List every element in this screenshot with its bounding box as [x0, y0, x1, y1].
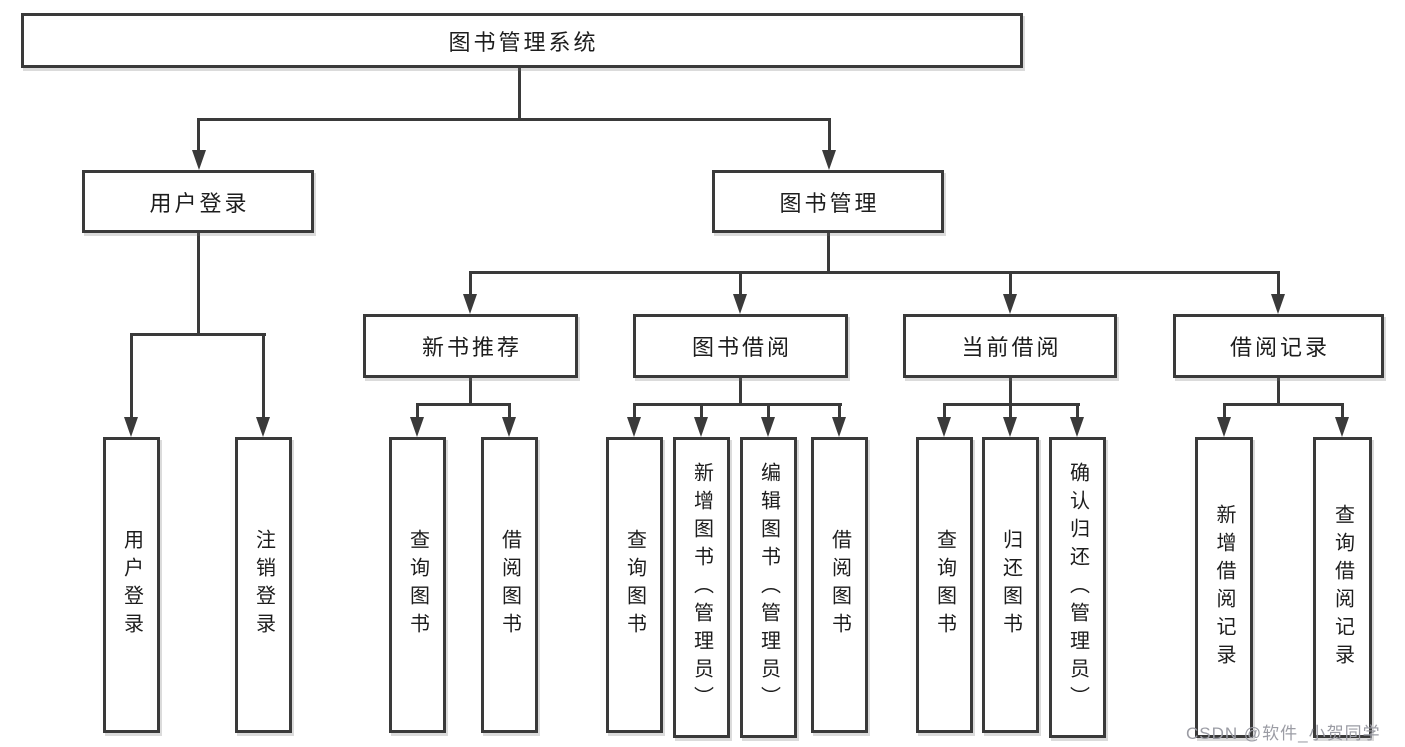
arrow-down-icon — [192, 150, 206, 170]
arrow-down-icon — [1003, 417, 1017, 437]
node-new-book-recommend: 新书推荐 — [363, 314, 578, 378]
leaf-query-books-borrowing: 查询图书 — [606, 437, 663, 733]
arrow-down-icon — [256, 417, 270, 437]
connector-line — [739, 271, 742, 294]
connector-line — [197, 118, 831, 121]
leaf-query-books-current: 查询图书 — [916, 437, 973, 733]
leaf-borrow-books: 借阅图书 — [811, 437, 868, 733]
node-book-borrowing: 图书借阅 — [633, 314, 848, 378]
node-label: 确认归还（管理员） — [1066, 461, 1089, 714]
node-label: 用户登录 — [120, 529, 143, 641]
connector-line — [828, 118, 831, 151]
leaf-confirm-return-admin: 确认归还（管理员） — [1049, 437, 1106, 738]
connector-line — [197, 233, 200, 335]
node-label: 图书借阅 — [691, 335, 792, 360]
connector-line — [1223, 403, 1343, 406]
node-label: 编辑图书（管理员） — [757, 461, 780, 714]
connector-line — [416, 403, 419, 417]
connector-line — [469, 271, 472, 294]
node-label: 归还图书 — [999, 529, 1022, 641]
arrow-down-icon — [832, 417, 846, 437]
connector-line — [1277, 271, 1280, 294]
node-borrowing-records: 借阅记录 — [1173, 314, 1384, 378]
leaf-borrow-books-recommend: 借阅图书 — [481, 437, 538, 733]
arrow-down-icon — [1335, 417, 1349, 437]
node-label: 注销登录 — [252, 529, 275, 641]
node-label: 图书管理系统 — [448, 29, 599, 55]
connector-line — [767, 403, 770, 417]
csdn-watermark: CSDN @软件_小贺同学 — [1186, 724, 1381, 743]
connector-line — [416, 403, 511, 406]
connector-line — [1009, 271, 1012, 294]
connector-line — [1277, 378, 1280, 405]
arrow-down-icon — [463, 294, 477, 314]
leaf-return-books: 归还图书 — [982, 437, 1039, 733]
leaf-add-books-admin: 新增图书（管理员） — [673, 437, 730, 738]
arrow-down-icon — [502, 417, 516, 437]
connector-line — [739, 378, 742, 405]
node-label: 新增借阅记录 — [1213, 503, 1235, 672]
connector-line — [518, 68, 521, 120]
node-label: 用户登录 — [149, 190, 250, 216]
leaf-query-borrow-record: 查询借阅记录 — [1313, 437, 1372, 738]
arrow-down-icon — [937, 417, 951, 437]
node-current-borrowing: 当前借阅 — [903, 314, 1117, 378]
node-label: 新增图书（管理员） — [690, 461, 713, 714]
leaf-add-borrow-record: 新增借阅记录 — [1195, 437, 1253, 738]
leaf-user-login: 用户登录 — [103, 437, 160, 733]
node-label: 新书推荐 — [421, 335, 522, 360]
arrow-down-icon — [1070, 417, 1084, 437]
connector-line — [633, 403, 636, 417]
connector-line — [838, 403, 841, 417]
node-library-management-system: 图书管理系统 — [21, 13, 1023, 68]
connector-line — [1009, 378, 1012, 405]
node-user-login: 用户登录 — [82, 170, 314, 233]
arrow-down-icon — [733, 294, 747, 314]
connector-line — [469, 378, 472, 405]
node-label: 借阅图书 — [498, 529, 521, 641]
arrow-down-icon — [822, 150, 836, 170]
connector-line — [508, 403, 511, 417]
leaf-logout: 注销登录 — [235, 437, 292, 733]
arrow-down-icon — [410, 417, 424, 437]
connector-line — [197, 118, 200, 151]
node-label: 借阅图书 — [828, 529, 851, 641]
connector-line — [1009, 403, 1012, 417]
node-label: 查询借阅记录 — [1331, 503, 1354, 672]
arrow-down-icon — [627, 417, 641, 437]
connector-line — [700, 403, 703, 417]
node-label: 查询图书 — [933, 529, 956, 641]
node-label: 图书管理 — [779, 190, 880, 216]
node-label: 借阅记录 — [1229, 335, 1330, 360]
arrow-down-icon — [694, 417, 708, 437]
connector-line — [262, 333, 265, 417]
connector-line — [633, 403, 842, 406]
arrow-down-icon — [124, 417, 138, 437]
connector-line — [1223, 403, 1226, 417]
connector-line — [1341, 403, 1344, 417]
connector-line — [1076, 403, 1079, 417]
connector-line — [469, 271, 1280, 274]
node-book-management: 图书管理 — [712, 170, 944, 233]
arrow-down-icon — [1271, 294, 1285, 314]
arrow-down-icon — [1003, 294, 1017, 314]
connector-line — [130, 333, 133, 417]
connector-line — [827, 233, 830, 273]
connector-line — [130, 333, 266, 336]
node-label: 查询图书 — [406, 529, 429, 641]
node-label: 当前借阅 — [961, 335, 1062, 360]
leaf-query-books-recommend: 查询图书 — [389, 437, 446, 733]
leaf-edit-books-admin: 编辑图书（管理员） — [740, 437, 797, 738]
connector-line — [943, 403, 946, 417]
node-label: 查询图书 — [623, 529, 646, 641]
arrow-down-icon — [1217, 417, 1231, 437]
arrow-down-icon — [761, 417, 775, 437]
